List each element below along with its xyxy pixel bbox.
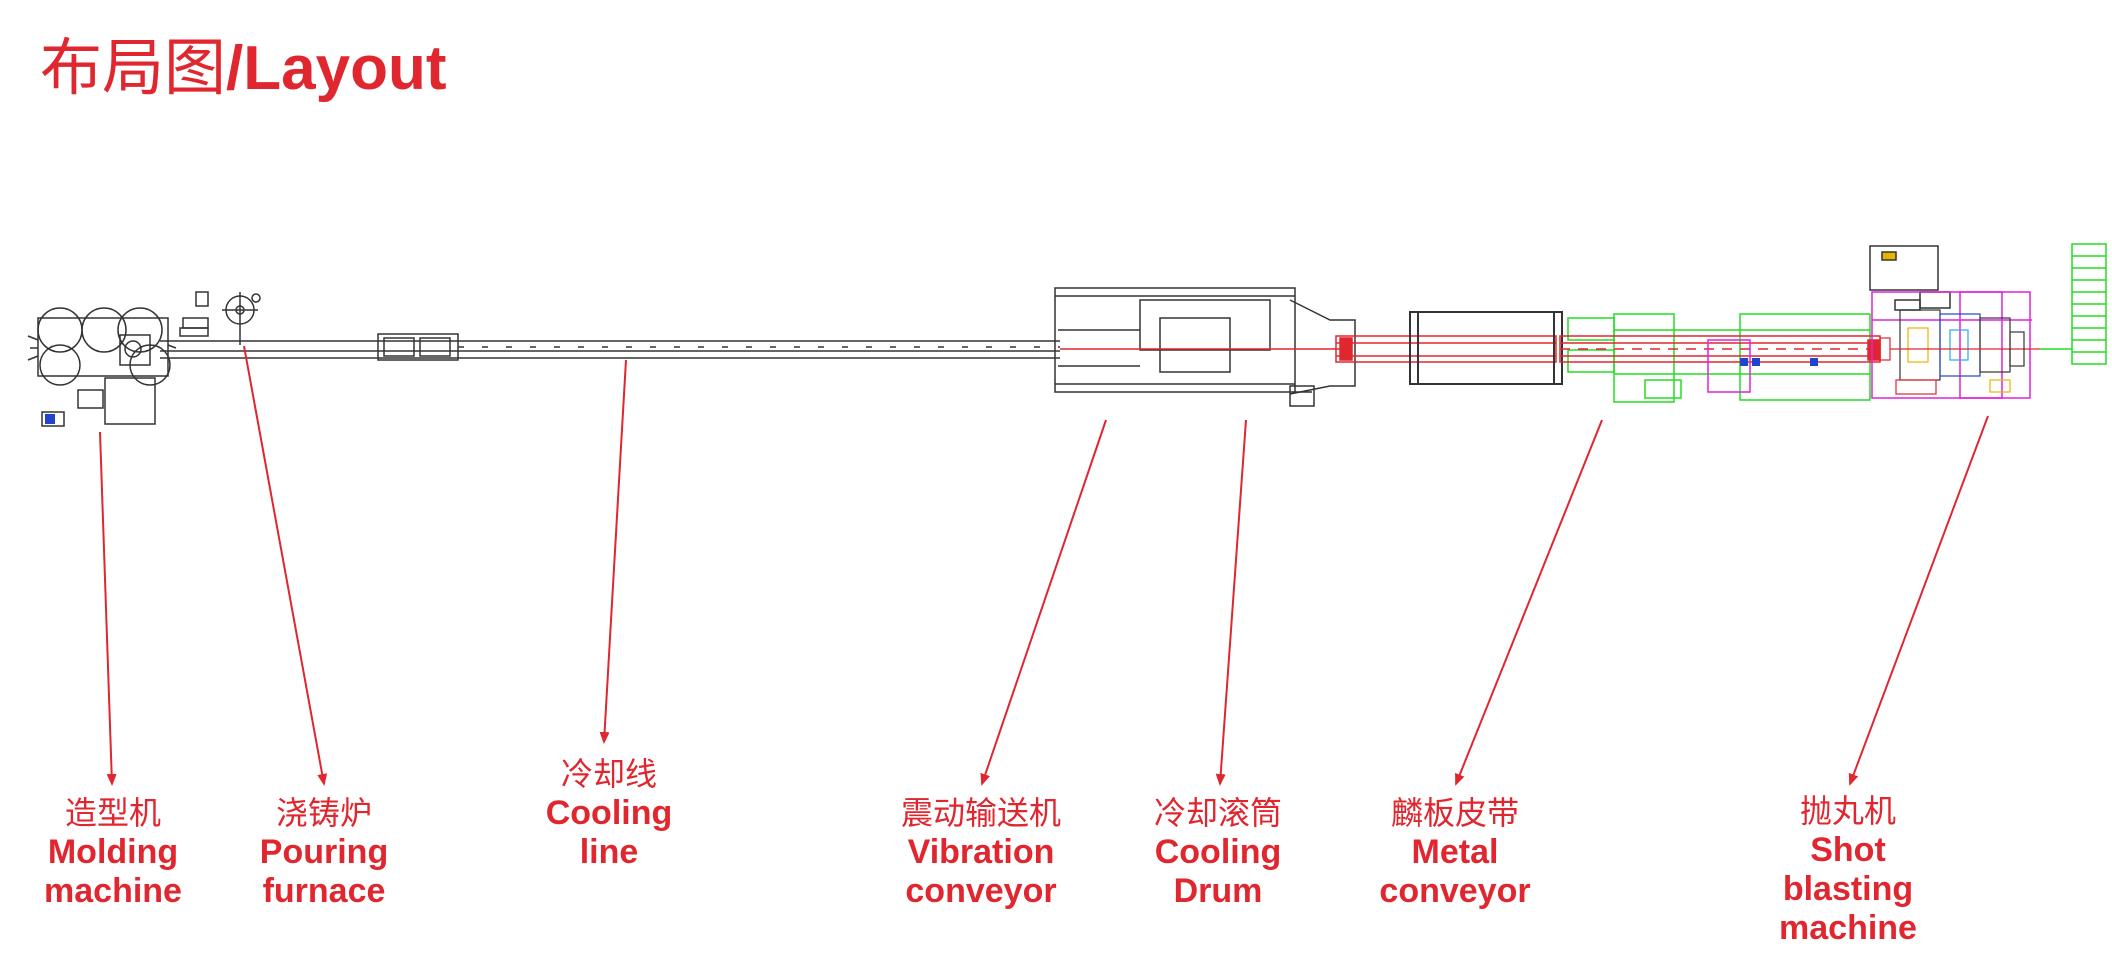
metal-conveyor-magenta-box bbox=[1707, 339, 1751, 393]
title-chinese: 布局图 bbox=[40, 31, 227, 104]
label-cn: 浇铸炉 bbox=[275, 794, 372, 832]
label-cn: 麟板皮带 bbox=[1390, 794, 1519, 832]
label-cn: 造型机 bbox=[64, 794, 162, 832]
label-cn: 冷却滚筒 bbox=[1153, 794, 1283, 832]
cooling-drum-red-core bbox=[1060, 335, 1557, 363]
label-cooling-line: 冷却线 Cooling line bbox=[546, 754, 673, 872]
page-title: 布局图/Layout bbox=[40, 26, 446, 111]
metal-conveyor-blue-marks bbox=[1740, 358, 1818, 366]
label-en: Metal conveyor bbox=[1379, 833, 1531, 910]
label-cn: 冷却线 bbox=[560, 755, 657, 793]
metal-conveyor-green-frame bbox=[1567, 313, 1871, 403]
arrow-shot-blasting bbox=[1848, 415, 1989, 786]
molding-machine-drawing bbox=[27, 307, 177, 427]
arrow-metal-conveyor bbox=[1455, 419, 1603, 786]
vibration-conveyor-drawing bbox=[1054, 287, 1296, 393]
label-pouring-furnace: 浇铸炉 Pouring furnace bbox=[260, 793, 388, 911]
arrow-cooling-drum bbox=[1215, 419, 1247, 786]
shot-blasting-frame bbox=[1869, 245, 1951, 311]
label-en: Shot blasting machine bbox=[1779, 831, 1917, 947]
label-en: Pouring furnace bbox=[259, 833, 389, 910]
arrow-vibration-conveyor bbox=[980, 419, 1107, 786]
pointer-arrows bbox=[99, 345, 1989, 786]
label-vibration-conveyor: 震动输送机 Vibration conveyor bbox=[901, 793, 1061, 911]
label-cooling-drum: 冷却滚筒 Cooling Drum bbox=[1154, 793, 1282, 911]
shot-blasting-green-stairs bbox=[2040, 243, 2107, 365]
shot-blasting-mechanism bbox=[1879, 309, 2040, 395]
pouring-furnace-drawing bbox=[179, 291, 261, 345]
main-conveyor-line bbox=[160, 340, 1060, 359]
label-molding-machine: 造型机 Molding machine bbox=[44, 793, 182, 911]
label-en: Cooling Drum bbox=[1154, 833, 1282, 910]
shot-blasting-magenta-body bbox=[1871, 291, 2032, 399]
label-en: Cooling line bbox=[545, 794, 673, 871]
label-en: Molding machine bbox=[44, 833, 182, 910]
metal-conveyor-drawing bbox=[1409, 311, 1563, 385]
arrow-molding-machine bbox=[99, 431, 117, 786]
cooling-drum-drawing bbox=[1289, 299, 1356, 407]
label-cn: 震动输送机 bbox=[900, 794, 1062, 832]
title-english: /Layout bbox=[226, 34, 447, 103]
label-metal-conveyor: 麟板皮带 Metal conveyor bbox=[1379, 793, 1530, 911]
cooling-line-drawing bbox=[377, 333, 1060, 361]
label-cn: 抛丸机 bbox=[1799, 792, 1897, 830]
label-en: Vibration conveyor bbox=[905, 833, 1057, 910]
label-shot-blasting-machine: 抛丸机 Shot blasting machine bbox=[1779, 791, 1917, 948]
arrow-cooling-line bbox=[599, 359, 627, 744]
molding-machine-blue-mark bbox=[45, 414, 55, 424]
arrow-pouring-furnace bbox=[243, 345, 328, 786]
